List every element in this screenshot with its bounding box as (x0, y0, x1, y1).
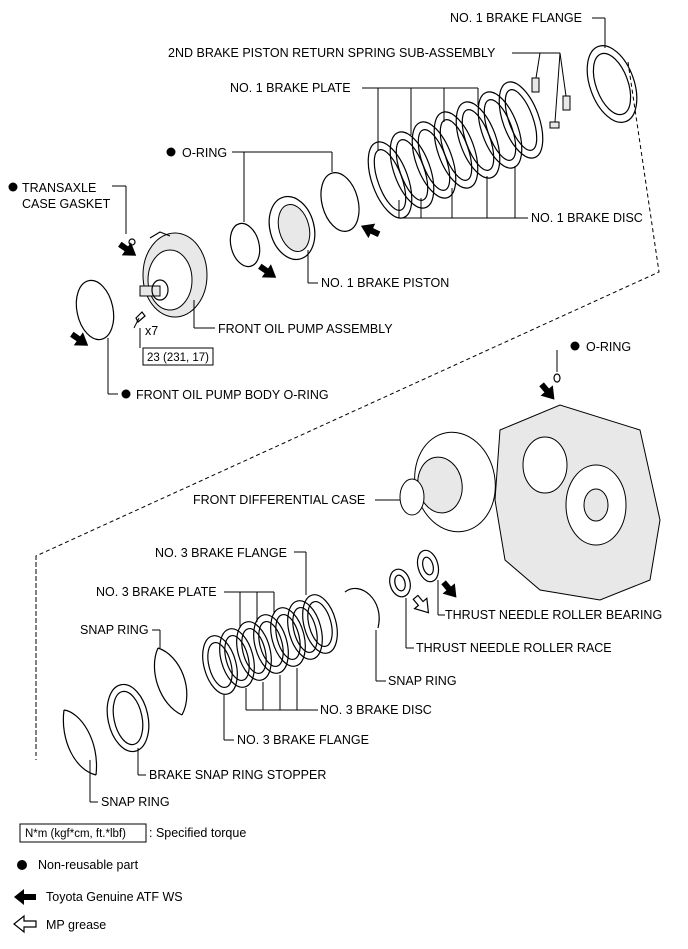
non-reusable-icon (121, 389, 131, 399)
label-snap-ring-bottom: SNAP RING (101, 795, 170, 809)
label-transaxle-gasket-line2: CASE GASKET (22, 197, 111, 211)
label-torque-value: 23 (231, 17) (147, 352, 209, 364)
white-arrow-icon (13, 914, 37, 934)
no3-brake-pack-part (202, 594, 338, 695)
o-ring-top-part (320, 172, 360, 232)
non-reusable-icon (570, 341, 580, 351)
label-no1-brake-piston: NO. 1 BRAKE PISTON (321, 276, 449, 290)
thrust-bearing-part (416, 549, 440, 583)
no1-brake-piston-part (268, 195, 316, 261)
label-brake-snap-ring-stopper: BRAKE SNAP RING STOPPER (149, 768, 326, 782)
label-transaxle-gasket-line1: TRANSAXLE (22, 181, 96, 195)
label-bolt-count: x7 (145, 324, 158, 338)
bolt-part (133, 311, 146, 329)
label-no3-brake-flange-top: NO. 3 BRAKE FLANGE (155, 546, 287, 560)
legend: N*m (kgf*cm, ft.*lbf) : Specified torque… (13, 823, 246, 934)
label-snap-ring-mid: SNAP RING (388, 674, 457, 688)
label-second-brake-spring: 2ND BRAKE PISTON RETURN SPRING SUB-ASSEM… (168, 46, 496, 60)
label-o-ring-right: O-RING (586, 340, 631, 354)
label-no1-brake-plate: NO. 1 BRAKE PLATE (230, 81, 351, 95)
filled-circle-icon (17, 860, 27, 870)
return-spring-part (531, 77, 571, 129)
legend-atf: Toyota Genuine ATF WS (46, 890, 183, 904)
label-front-oil-pump-assembly: FRONT OIL PUMP ASSEMBLY (218, 322, 393, 336)
black-arrow-icon (14, 889, 36, 905)
label-no1-brake-flange: NO. 1 BRAKE FLANGE (450, 11, 582, 25)
legend-torque-box (19, 823, 147, 843)
assembly-dashed-outline (35, 61, 660, 760)
label-no1-brake-disc: NO. 1 BRAKE DISC (531, 211, 643, 225)
label-thrust-needle-roller-bearing: THRUST NEEDLE ROLLER BEARING (445, 608, 662, 622)
front-differential-case-part (399, 431, 496, 533)
non-reusable-icon (166, 147, 176, 157)
legend-grease: MP grease (46, 918, 106, 932)
no1-brake-pack-part (367, 81, 544, 219)
legend-torque-box-text: N*m (kgf*cm, ft.*lbf) (25, 828, 126, 840)
label-no3-brake-disc: NO. 3 BRAKE DISC (320, 703, 432, 717)
label-o-ring-top: O-RING (182, 146, 227, 160)
label-no3-brake-plate: NO. 3 BRAKE PLATE (96, 585, 217, 599)
non-reusable-icon (8, 182, 18, 192)
brake-snap-ring-stopper-part (106, 683, 150, 753)
front-oil-pump-part (139, 231, 208, 318)
transaxle-housing-part (494, 404, 661, 601)
label-no3-brake-flange-bottom: NO. 3 BRAKE FLANGE (237, 733, 369, 747)
label-thrust-needle-roller-race: THRUST NEEDLE ROLLER RACE (416, 641, 612, 655)
torque-box (142, 347, 214, 366)
front-oil-pump-oring-part (75, 279, 115, 341)
no1-brake-flange-part (586, 45, 638, 123)
label-snap-ring-left: SNAP RING (80, 623, 149, 637)
thrust-race-part (389, 568, 411, 598)
snap-ring-mid-part (344, 587, 380, 629)
legend-non-reusable: Non-reusable part (38, 858, 139, 872)
label-front-oil-pump-body-oring: FRONT OIL PUMP BODY O-RING (136, 388, 329, 402)
snap-ring-bottom-part (62, 709, 98, 776)
o-ring-inner-part (229, 222, 261, 268)
legend-torque-desc: : Specified torque (149, 826, 246, 840)
label-front-differential-case: FRONT DIFFERENTIAL CASE (193, 493, 365, 507)
snap-ring-left-part (153, 647, 188, 716)
o-ring-right-part (553, 373, 561, 383)
